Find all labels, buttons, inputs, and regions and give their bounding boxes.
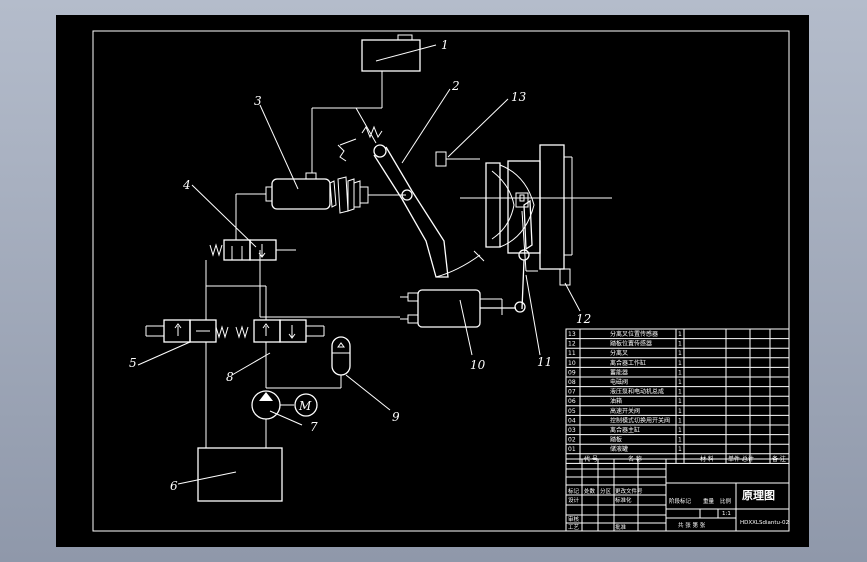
tb-r1c3: 分区 — [600, 487, 612, 495]
bom-no: 09 — [568, 369, 576, 376]
hydraulic-lines — [205, 193, 400, 448]
pump-motor-7: M — [251, 390, 318, 420]
tb-r2c1: 设计 — [568, 496, 580, 504]
tank-6 — [197, 447, 283, 502]
bom-qty: 1 — [678, 398, 682, 405]
label-6: 6 — [170, 479, 178, 493]
bom-no: 11 — [568, 350, 576, 357]
bom-name: 蓄能器 — [610, 368, 628, 376]
drawing-frame — [92, 30, 790, 532]
sensor-12 — [559, 268, 571, 286]
bom-no: 07 — [568, 389, 576, 396]
label-4: 4 — [182, 178, 191, 192]
label-2: 2 — [451, 79, 460, 93]
solenoid-valve-8 — [235, 319, 325, 343]
bom-name: 分离叉位置传感器 — [610, 330, 658, 338]
bom-name: 电磁阀 — [610, 378, 628, 386]
tb-r3c1: 审核 — [568, 515, 580, 523]
sensor-13 — [435, 151, 480, 167]
accumulator-9 — [331, 336, 351, 376]
bom-no: 13 — [568, 331, 576, 338]
tb-r4c1: 工艺 — [568, 524, 580, 531]
bom-qty: 1 — [678, 446, 682, 453]
bom-no: 10 — [568, 360, 576, 367]
bom-name: 液压泵和电动机总成 — [610, 388, 664, 396]
clutch-assembly — [460, 144, 612, 270]
bom-no: 03 — [568, 427, 576, 434]
title-text: 原理图 — [742, 489, 775, 502]
tb-r1c2: 处数 — [584, 487, 596, 495]
part-numbers: 1 2 3 4 5 6 7 8 9 10 11 12 13 — [129, 38, 591, 493]
tb-r1c1: 标记 — [568, 487, 580, 495]
label-9: 9 — [392, 410, 400, 424]
weight-label: 重量 — [703, 497, 715, 505]
bom-no: 02 — [568, 437, 576, 444]
bom-no: 05 — [568, 408, 576, 415]
bom-qty: 1 — [678, 360, 682, 367]
stage-label: 阶段标记 — [669, 497, 692, 505]
switch-valve-4 — [209, 239, 296, 261]
bom-name: 分离叉 — [610, 349, 628, 357]
scale-label: 比例 — [720, 497, 732, 505]
reservoir-1 — [311, 34, 421, 173]
bom-name: 储液罐 — [610, 445, 628, 453]
release-fork-11 — [514, 199, 538, 313]
master-cylinder-3 — [265, 172, 406, 214]
bom-no: 08 — [568, 379, 576, 386]
tb-r2c3: 标准化 — [615, 496, 632, 504]
bom-qty: 1 — [678, 379, 682, 386]
bom-qty: 1 — [678, 427, 682, 434]
sheets-text: 共 张 第 张 — [678, 521, 706, 529]
bom-qty: 1 — [678, 389, 682, 396]
label-12: 12 — [576, 312, 591, 326]
bom-name: 踏板 — [610, 436, 622, 444]
label-5: 5 — [129, 356, 137, 370]
slave-cylinder-10 — [400, 289, 516, 328]
bom-no: 01 — [568, 446, 576, 453]
tb-r1c4: 更改文件号 — [615, 487, 643, 495]
leader-lines — [137, 44, 581, 485]
bom-qty: 1 — [678, 417, 682, 424]
bom-no: 06 — [568, 398, 576, 405]
bom-name: 控制模式切换用开关阀 — [610, 416, 670, 424]
bom-qty: 1 — [678, 331, 682, 338]
title-block: 原理图 HDXXLSdiantu-02 阶段标记 重量 比例 1:1 共 张 第… — [565, 458, 790, 532]
bom-name: 油箱 — [610, 397, 622, 405]
label-8: 8 — [226, 370, 234, 384]
label-7: 7 — [310, 420, 318, 434]
bom-name: 踏板位置传感器 — [610, 340, 652, 348]
scale-value: 1:1 — [722, 511, 731, 517]
bom-name: 离合器工作缸 — [610, 359, 646, 367]
bom-name: 离合器主缸 — [610, 426, 640, 434]
bom-qty: 1 — [678, 350, 682, 357]
schematic-svg: M 1 2 3 4 5 6 7 8 9 10 11 12 13 13分离叉位置传… — [92, 30, 790, 532]
bom-qty: 1 — [678, 369, 682, 376]
bom-name: 高速开关阀 — [610, 407, 640, 415]
label-1: 1 — [441, 38, 449, 52]
on-off-valve-5 — [145, 319, 229, 343]
tb-r4c3: 批准 — [615, 523, 627, 531]
label-3: 3 — [254, 94, 262, 108]
label-13: 13 — [511, 90, 527, 104]
bom-qty: 1 — [678, 408, 682, 415]
label-10: 10 — [470, 358, 486, 372]
bom-no: 12 — [568, 341, 576, 348]
pedal-2 — [337, 107, 485, 278]
label-11: 11 — [537, 355, 552, 369]
svg-text:M: M — [298, 399, 312, 413]
bom-no: 04 — [568, 417, 576, 424]
drawing-number: HDXXLSdiantu-02 — [740, 520, 789, 526]
bom-qty: 1 — [678, 437, 682, 444]
bom-qty: 1 — [678, 341, 682, 348]
